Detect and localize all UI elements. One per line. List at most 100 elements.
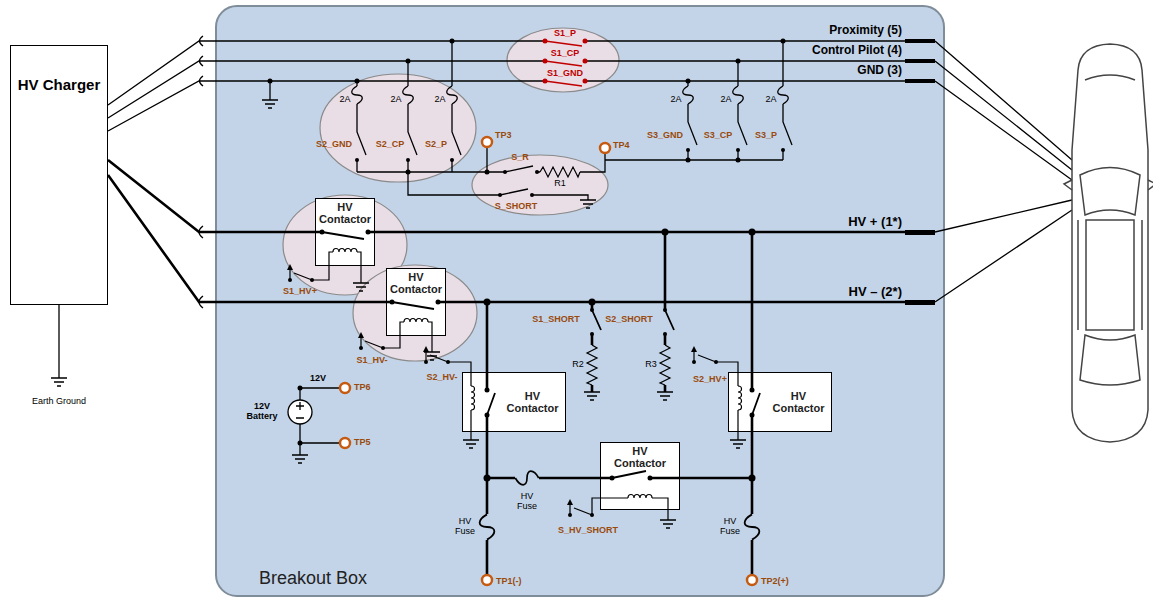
s1-switches bbox=[543, 39, 588, 87]
part-label: 2A bbox=[390, 95, 401, 105]
vehicle-illustration bbox=[1085, 75, 1135, 80]
switch-label: S1_SHORT bbox=[532, 315, 580, 325]
ground-symbol bbox=[353, 283, 369, 291]
switch-label: S_R bbox=[511, 153, 529, 163]
part-label: 2A bbox=[339, 95, 350, 105]
coil-control bbox=[430, 355, 471, 440]
switch-label: TP5 bbox=[354, 438, 371, 448]
hv-bus bbox=[215, 232, 905, 575]
junction-dot bbox=[686, 79, 691, 84]
contact-dot bbox=[663, 332, 667, 336]
supply-arrow bbox=[287, 264, 293, 280]
s2-fuse-switches bbox=[738, 61, 747, 160]
ground-symbol bbox=[51, 100, 746, 528]
hv-fuse-symbol bbox=[515, 471, 538, 485]
junction-dot bbox=[406, 59, 411, 64]
contact-dot bbox=[590, 332, 594, 336]
junction-dot bbox=[406, 170, 411, 175]
vehicle-illustration bbox=[1086, 220, 1134, 330]
coil-symbol bbox=[628, 495, 652, 499]
contact-dot bbox=[366, 230, 371, 235]
part-label: R1 bbox=[554, 179, 566, 189]
s1-switches bbox=[583, 39, 588, 44]
charger-cable bbox=[108, 175, 215, 302]
supply-arrow bbox=[287, 264, 697, 515]
switch-label: TP6 bbox=[354, 383, 371, 393]
junction-dot bbox=[781, 148, 785, 152]
coil-symbol bbox=[333, 249, 357, 253]
connector-pins bbox=[905, 59, 935, 63]
supply-arrow bbox=[691, 346, 697, 362]
contactor-box: HV Contactor bbox=[462, 372, 566, 432]
switch-label: TP1(-) bbox=[496, 577, 522, 587]
contact-dot bbox=[610, 476, 615, 481]
fuse-symbol bbox=[683, 86, 694, 104]
charger-cable bbox=[108, 41, 215, 105]
signal-bus bbox=[935, 41, 1072, 302]
junction-dot bbox=[406, 158, 410, 162]
switch-label: S2_GND bbox=[316, 140, 352, 150]
ground-symbol bbox=[292, 455, 308, 463]
part-label: Earth Ground bbox=[32, 397, 86, 407]
test-point bbox=[340, 383, 350, 393]
part-label: 2A bbox=[434, 95, 445, 105]
earth-wire bbox=[58, 305, 59, 378]
hv-bus bbox=[215, 301, 905, 304]
contact-dot bbox=[648, 476, 653, 481]
s1-switches bbox=[543, 39, 588, 84]
junction-dot bbox=[736, 148, 740, 152]
switch-label: S3_P bbox=[755, 131, 777, 141]
switch-label: S2_P bbox=[425, 140, 447, 150]
resistor-symbol bbox=[587, 345, 670, 385]
node-label: HV Contactor bbox=[505, 390, 561, 414]
vehicle-illustration bbox=[1078, 220, 1142, 330]
hv-bus bbox=[215, 231, 905, 234]
node-label: HV Contactor bbox=[390, 271, 442, 295]
switch-label: S_SHORT bbox=[495, 202, 538, 212]
node-label: HV Contactor bbox=[771, 390, 827, 414]
part-label: HV Fuse bbox=[716, 517, 744, 537]
node-label: HV Contactor bbox=[319, 201, 371, 225]
switch-label: TP2(+) bbox=[761, 577, 789, 587]
s1-switches bbox=[583, 79, 588, 84]
signal-name: HV – (2*) bbox=[849, 285, 902, 299]
hv-bus bbox=[592, 232, 665, 392]
connector-pins bbox=[905, 300, 935, 305]
battery-symbol bbox=[296, 402, 304, 418]
coil-control bbox=[698, 355, 738, 440]
junction-dot bbox=[781, 39, 786, 44]
switch-label: S1_P bbox=[554, 29, 576, 39]
junction-dot bbox=[498, 193, 502, 197]
contact-dot bbox=[436, 300, 441, 305]
signal-name: Control Pilot (4) bbox=[812, 44, 902, 57]
contactor-switch bbox=[322, 232, 760, 478]
test-point bbox=[482, 137, 492, 147]
hv-bus bbox=[751, 232, 754, 575]
s2-fuse-switches bbox=[269, 81, 270, 100]
contact-dot bbox=[390, 300, 395, 305]
charger-cable bbox=[108, 81, 215, 131]
junction-dot bbox=[736, 158, 741, 163]
contact-dot bbox=[663, 308, 667, 312]
test-point bbox=[340, 438, 350, 448]
hv-fuse-symbol bbox=[480, 471, 760, 539]
contact-dot bbox=[750, 413, 755, 418]
switch-label: S2_SHORT bbox=[605, 315, 653, 325]
s2-fuse-switches bbox=[505, 153, 783, 172]
charger-box: HV Charger bbox=[10, 45, 108, 305]
coil-symbol bbox=[333, 249, 742, 499]
ground-symbol bbox=[262, 100, 278, 108]
signal-name: HV + (1*) bbox=[848, 215, 902, 229]
battery-symbol bbox=[288, 400, 312, 424]
ground-symbol bbox=[51, 378, 67, 386]
fuse-symbol bbox=[352, 86, 363, 104]
part-label: R2 bbox=[572, 360, 584, 370]
hv-fuse-symbol bbox=[480, 514, 495, 539]
contactor-switch bbox=[322, 232, 760, 478]
node-label: HV Charger bbox=[18, 76, 101, 93]
connector-pins bbox=[905, 79, 935, 83]
s2-fuse-switches bbox=[500, 189, 588, 200]
part-label: 12V bbox=[310, 374, 326, 384]
switch-label: S3_GND bbox=[647, 131, 683, 141]
